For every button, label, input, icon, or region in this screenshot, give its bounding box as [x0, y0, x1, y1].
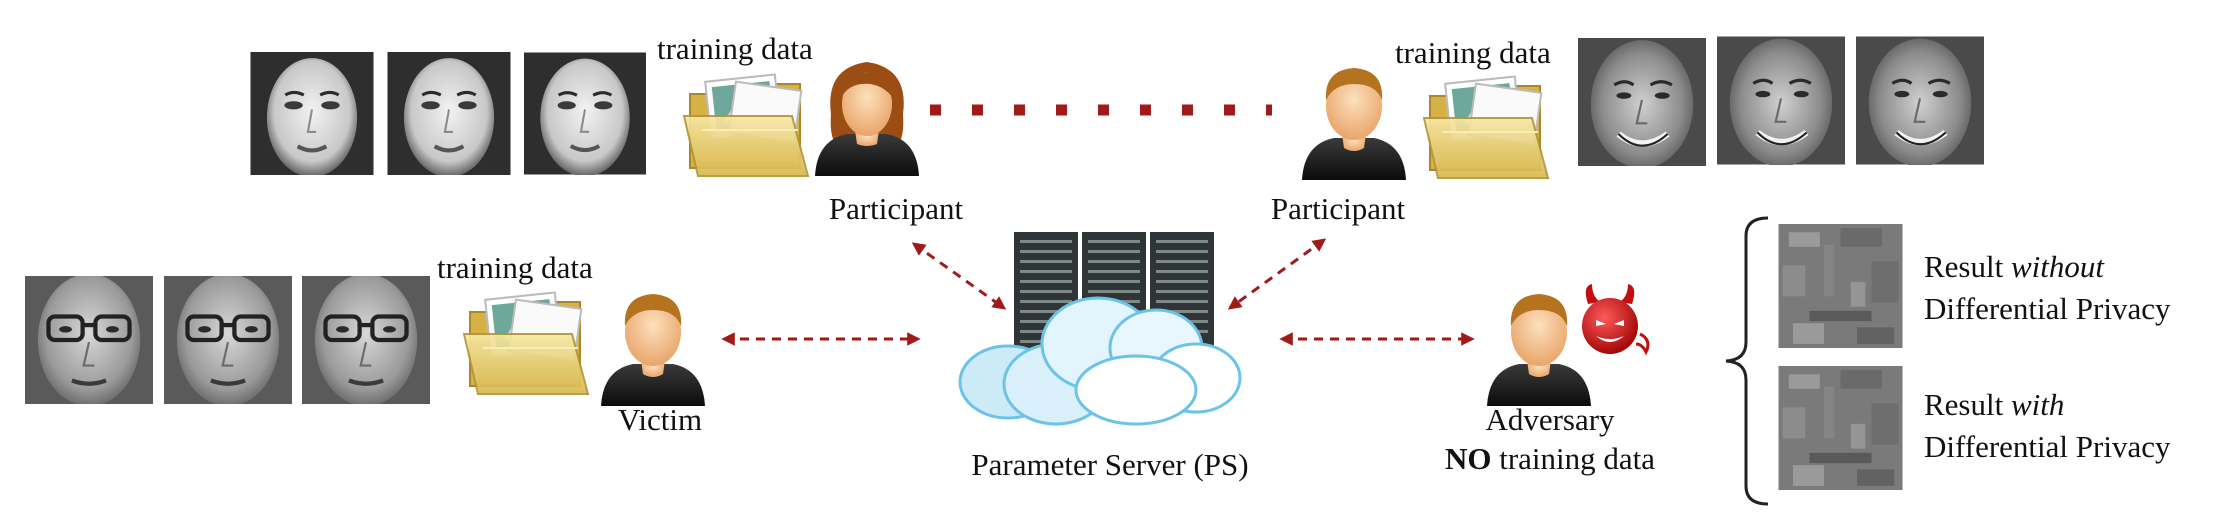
victim-face-image: [163, 276, 293, 404]
training-face-image: [1856, 36, 1984, 165]
victim-label: Victim: [617, 402, 703, 437]
result-without-dp-image: [1777, 224, 1904, 348]
participant-female-icon: [806, 48, 928, 178]
result-with-prefix: Result: [1924, 387, 2011, 422]
training-data-label: training data: [1395, 35, 1551, 70]
result-with-dp-caption: Result with Differential Privacy: [1924, 384, 2170, 468]
training-face-image: [387, 52, 511, 175]
training-face-image: [524, 52, 646, 175]
participant-label-right: Participant: [1270, 191, 1406, 226]
adversary-note: NO training data: [1400, 443, 1700, 474]
folder-icon: [460, 282, 600, 402]
result-without-dp-caption: Result without Differential Privacy: [1924, 246, 2170, 330]
training-data-label: training data: [657, 31, 813, 66]
result-with-dp-image: [1777, 366, 1904, 490]
participant-male-icon: [1293, 52, 1415, 182]
result-with-line2: Differential Privacy: [1924, 429, 2171, 464]
participant-link-dots: [930, 104, 1272, 116]
adversary-note-text: training data: [1491, 441, 1656, 476]
victim-person-icon: [592, 278, 714, 408]
devil-icon: [1568, 282, 1652, 360]
training-face-image: [1578, 38, 1706, 166]
results-brace: [1725, 216, 1769, 506]
training-data-label: training data: [437, 250, 593, 285]
result-without-emphasis: without: [2010, 249, 2104, 284]
cloud-icon: [958, 296, 1242, 426]
result-without-line2: Differential Privacy: [1924, 291, 2171, 326]
result-without-prefix: Result: [1924, 249, 2011, 284]
folder-icon: [1420, 66, 1560, 186]
participant-label-left: Participant: [828, 191, 964, 226]
result-with-emphasis: with: [2010, 387, 2065, 422]
victim-face-image: [301, 276, 431, 404]
adversary-label: Adversary: [1485, 402, 1615, 437]
adversary-note-emphasis: NO: [1444, 441, 1492, 476]
parameter-server-label: Parameter Server (PS): [971, 447, 1249, 482]
training-face-image: [250, 52, 374, 175]
folder-icon: [680, 64, 820, 184]
victim-face-image: [24, 276, 154, 404]
parameter-server-icon: [948, 232, 1250, 432]
training-face-image: [1717, 36, 1845, 165]
